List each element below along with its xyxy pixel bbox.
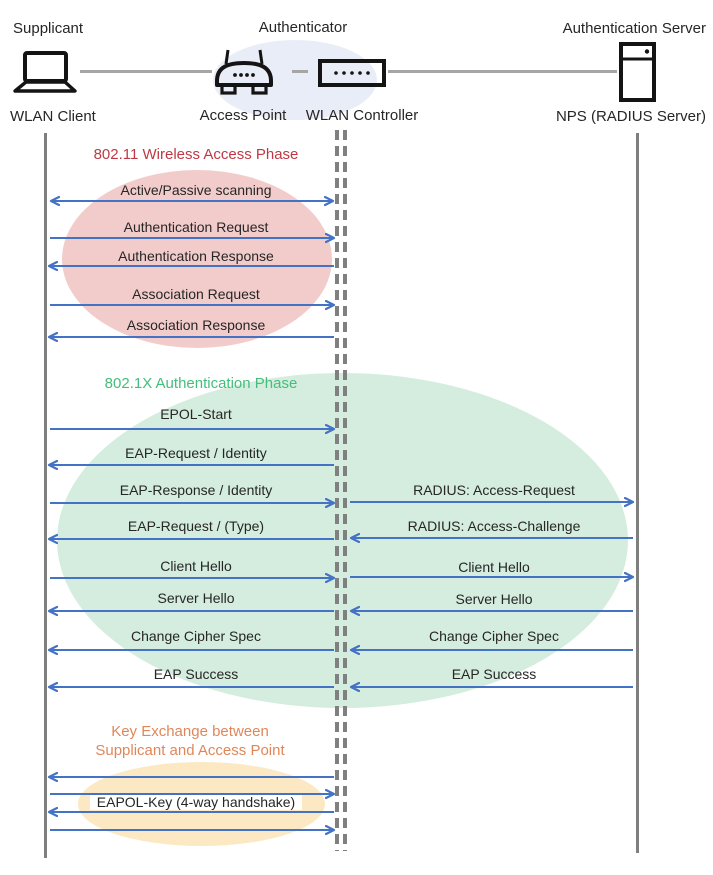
phase-title-key-exchange-line2: Supplicant and Access Point	[95, 742, 285, 759]
device-wlan-client: WLAN Client	[10, 108, 96, 125]
msg-eap-request-identity: EAP-Request / Identity	[125, 445, 267, 461]
lifeline-supplicant	[44, 133, 47, 858]
msg-active-passive-scanning: Active/Passive scanning	[120, 182, 272, 198]
msg-radius-access-request: RADIUS: Access-Request	[413, 482, 575, 498]
msg-server-hello-left: Server Hello	[157, 590, 235, 606]
msg-change-cipher-spec-right: Change Cipher Spec	[429, 628, 559, 644]
role-supplicant: Supplicant	[13, 20, 84, 37]
msg-change-cipher-spec-left: Change Cipher Spec	[131, 628, 261, 644]
connector-client-ap	[80, 70, 212, 73]
connector-controller-server	[388, 70, 617, 73]
lifeline-controller-dashed-2	[343, 130, 347, 851]
device-access-point: Access Point	[199, 107, 287, 124]
msg-authentication-request: Authentication Request	[123, 219, 269, 235]
msg-server-hello-right: Server Hello	[455, 591, 533, 607]
server-icon	[619, 42, 656, 102]
msg-association-request: Association Request	[132, 286, 260, 302]
msg-client-hello-right: Client Hello	[458, 559, 530, 575]
device-wlan-controller: WLAN Controller	[305, 107, 419, 124]
laptop-icon	[13, 51, 77, 93]
msg-epol-start: EPOL-Start	[160, 406, 232, 422]
authenticator-group-ellipse	[213, 40, 377, 120]
msg-authentication-response: Authentication Response	[118, 248, 274, 264]
role-authenticator: Authenticator	[258, 19, 348, 36]
msg-association-response: Association Response	[126, 317, 266, 333]
access-point-icon	[215, 49, 273, 95]
msg-eapol-key-handshake: EAPOL-Key (4-way handshake)	[51, 794, 341, 812]
phase-title-key-exchange-line1: Key Exchange between	[111, 723, 269, 740]
role-authentication-server: Authentication Server	[562, 20, 706, 37]
msg-eap-success-left: EAP Success	[153, 666, 239, 682]
msg-eap-request-type: EAP-Request / (Type)	[127, 518, 265, 534]
msg-client-hello-left: Client Hello	[160, 558, 232, 574]
msg-radius-access-challenge: RADIUS: Access-Challenge	[407, 518, 581, 534]
phase-title-authentication: 802.1X Authentication Phase	[104, 375, 298, 392]
msg-eap-success-right: EAP Success	[451, 666, 537, 682]
connector-ap-controller	[292, 70, 308, 73]
phase-title-wireless-access: 802.11 Wireless Access Phase	[93, 146, 299, 163]
lifeline-server	[636, 133, 639, 853]
lifeline-controller-dashed-1	[335, 130, 339, 851]
msg-eapol-key-handshake-text: EAPOL-Key (4-way handshake)	[89, 794, 303, 810]
msg-eap-response-identity: EAP-Response / Identity	[119, 482, 273, 498]
device-nps-radius-server: NPS (RADIUS Server)	[555, 108, 706, 125]
wlan-controller-icon	[318, 59, 386, 87]
